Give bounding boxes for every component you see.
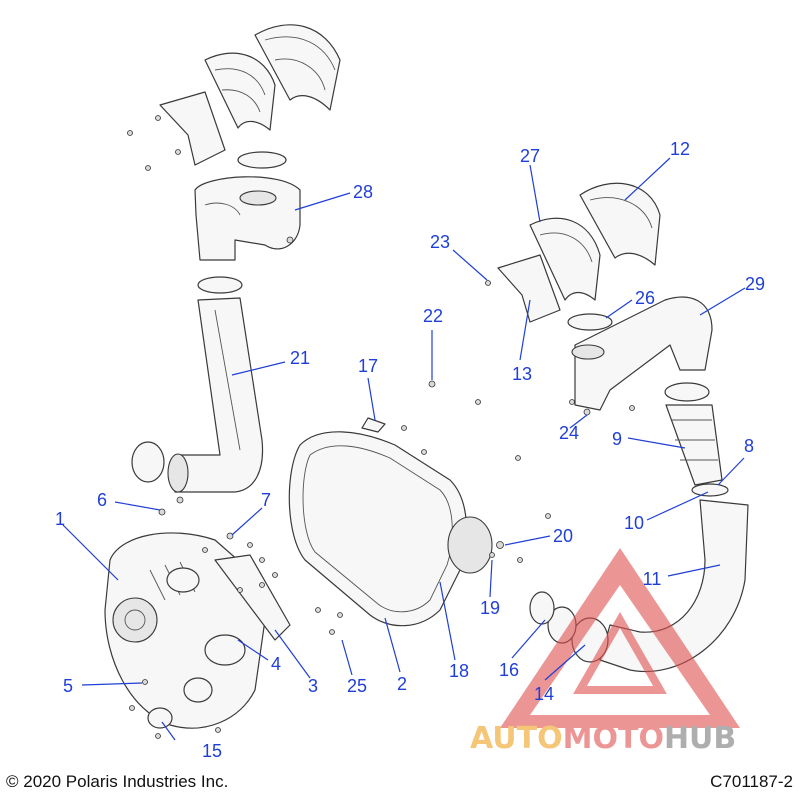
svg-text:AUTOMOTOHUB: AUTOMOTOHUB bbox=[470, 721, 736, 756]
callout-23: 23 bbox=[430, 232, 450, 252]
callout-6: 6 bbox=[97, 490, 107, 510]
callout-13: 13 bbox=[512, 364, 532, 384]
clamp-16-b bbox=[529, 591, 555, 625]
duct-bracket-13 bbox=[497, 254, 561, 323]
watermark-hub: HUB bbox=[664, 721, 736, 756]
intake-plenum-28 bbox=[194, 176, 301, 261]
clamp-21-bottom bbox=[131, 441, 165, 483]
clamp-10 bbox=[691, 483, 729, 497]
callout-12: 12 bbox=[670, 139, 690, 159]
callout-1: 1 bbox=[55, 509, 65, 529]
callout-2: 2 bbox=[397, 674, 407, 694]
grommet-15 bbox=[147, 707, 173, 729]
callout-18: 18 bbox=[449, 661, 469, 681]
clamp-9-top bbox=[664, 382, 710, 402]
watermark-auto: AUTO bbox=[470, 721, 563, 756]
inner-clutch-cover bbox=[288, 431, 468, 627]
callout-4: 4 bbox=[271, 654, 281, 674]
outlet-duct-right-12 bbox=[579, 182, 661, 266]
clamp-upper bbox=[237, 151, 287, 169]
callout-28: 28 bbox=[353, 182, 373, 202]
elbow-duct-11 bbox=[599, 499, 749, 672]
watermark-triangle-logo bbox=[500, 548, 740, 728]
callout-9: 9 bbox=[612, 429, 622, 449]
callout-7: 7 bbox=[261, 490, 271, 510]
callout-3: 3 bbox=[308, 676, 318, 696]
callout-16: 16 bbox=[499, 660, 519, 680]
callout-21: 21 bbox=[290, 348, 310, 368]
callout-5: 5 bbox=[63, 676, 73, 696]
callout-10: 10 bbox=[624, 513, 644, 533]
watermark-moto: MOTO bbox=[563, 721, 664, 756]
clamp-21-top bbox=[197, 276, 243, 294]
callout-19: 19 bbox=[480, 598, 500, 618]
callout-22: 22 bbox=[423, 306, 443, 326]
cover-seal-3 bbox=[214, 554, 291, 641]
diagram-id: C701187-2 bbox=[710, 772, 793, 791]
duct-boot-27 bbox=[529, 217, 601, 301]
callout-labels: 1 2 3 4 5 6 7 8 9 10 11 12 13 14 15 16 1… bbox=[55, 139, 765, 761]
callout-14: 14 bbox=[534, 684, 554, 704]
callout-8: 8 bbox=[744, 436, 754, 456]
copyright-notice: © 2020 Polaris Industries Inc. bbox=[6, 772, 228, 791]
callout-17: 17 bbox=[358, 356, 378, 376]
clamp-26 bbox=[567, 313, 613, 331]
callout-27: 27 bbox=[520, 146, 540, 166]
callout-11: 11 bbox=[643, 569, 662, 589]
cover-boss-18 bbox=[447, 516, 493, 574]
callout-24: 24 bbox=[559, 423, 579, 443]
callout-29: 29 bbox=[745, 274, 765, 294]
intake-duct-21 bbox=[174, 297, 264, 493]
intake-duct-9 bbox=[665, 404, 723, 486]
outlet-duct-top-upper bbox=[254, 24, 341, 111]
callout-20: 20 bbox=[553, 526, 573, 546]
callout-26: 26 bbox=[635, 288, 655, 308]
callout-25: 25 bbox=[347, 676, 367, 696]
parts-illustration bbox=[104, 24, 749, 739]
automotohub-watermark: AUTOMOTOHUB bbox=[470, 548, 740, 756]
filter-17 bbox=[361, 417, 386, 433]
leader-lines bbox=[62, 157, 746, 741]
plenum-29 bbox=[574, 296, 713, 411]
callout-15: 15 bbox=[202, 741, 222, 761]
duct-bracket-upper bbox=[159, 91, 226, 166]
